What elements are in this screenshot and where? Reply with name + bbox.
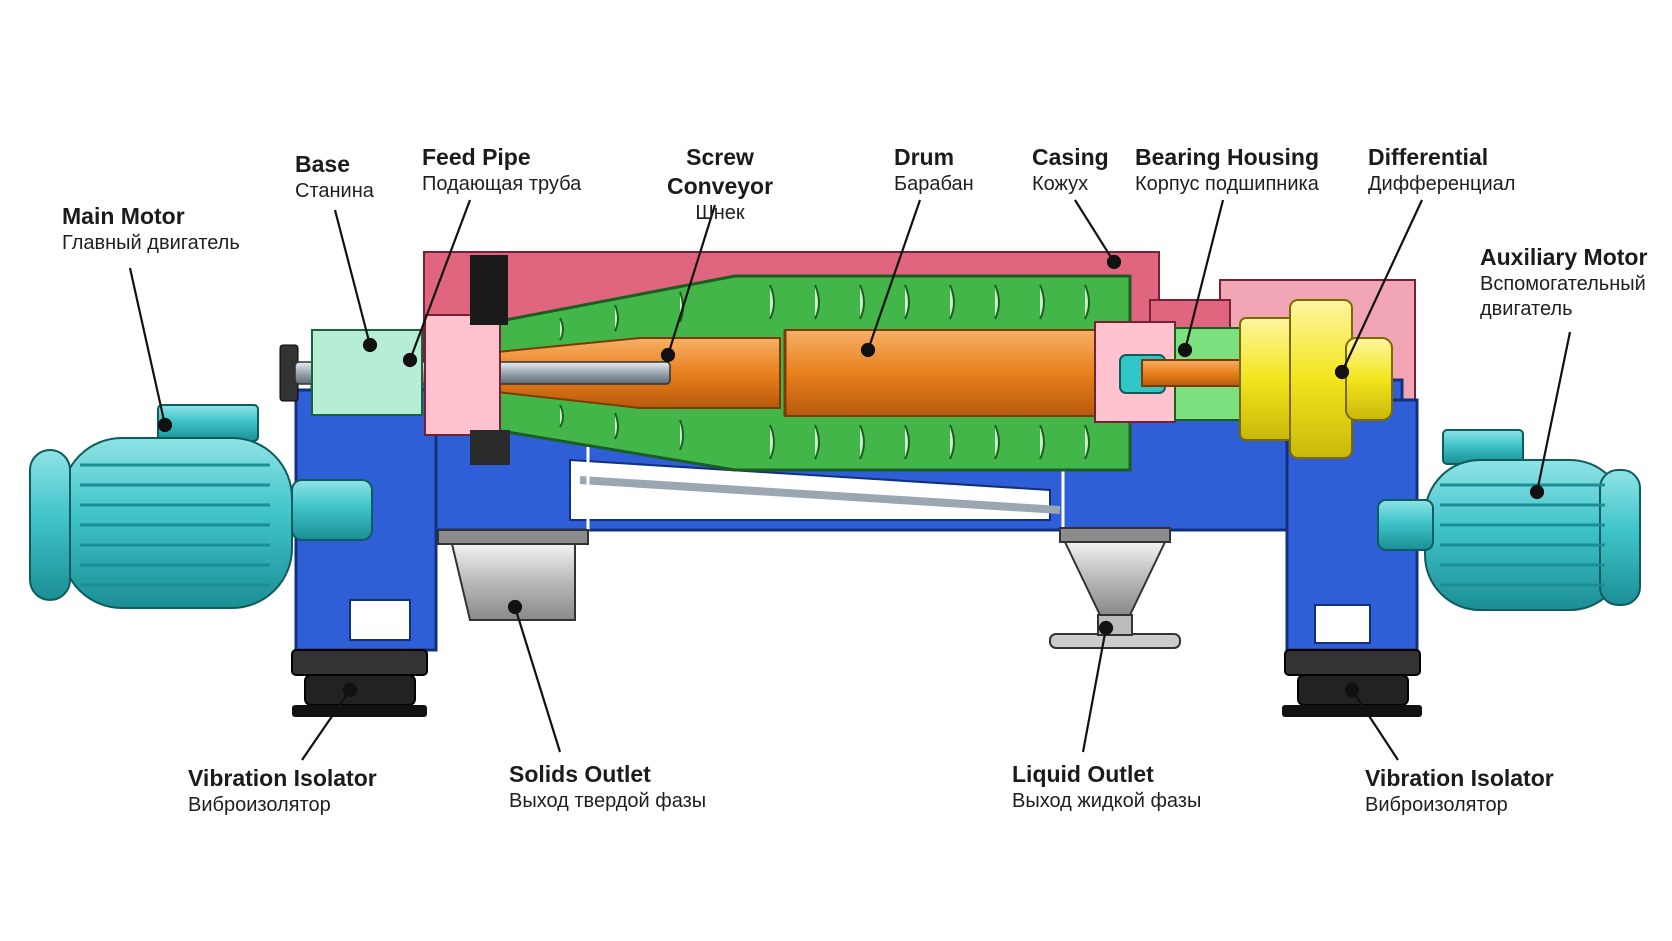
label-drum: Drum Барабан <box>894 143 974 197</box>
label-differential: Differential Дифференциал <box>1368 143 1515 197</box>
liquid-outlet <box>1049 527 1181 649</box>
leader-lines <box>128 199 1572 761</box>
bearing-housing-subtitle: Корпус подшипника <box>1135 172 1319 195</box>
solids-outlet <box>437 529 589 621</box>
label-solids-outlet: Solids Outlet Выход твердой фазы <box>509 760 706 814</box>
label-base: Base Станина <box>295 150 374 204</box>
label-casing: Casing Кожух <box>1032 143 1109 197</box>
auxiliary-motor-subtitle: Вспомогательный двигатель <box>1480 272 1646 320</box>
drum <box>496 329 1096 417</box>
differential-subtitle: Дифференциал <box>1368 172 1516 195</box>
main-motor-title: Main Motor <box>62 203 185 229</box>
drum-title: Drum <box>894 144 955 170</box>
screw-conveyor-subtitle: Шнек <box>695 201 745 224</box>
screw-conveyor-title: Screw Conveyor <box>666 144 774 199</box>
differential <box>1141 299 1393 459</box>
solids-outlet-subtitle: Выход твердой фазы <box>509 789 707 812</box>
differential-title: Differential <box>1368 144 1489 170</box>
drum-subtitle: Барабан <box>894 172 974 195</box>
vibration-isolator-left-subtitle: Виброизолятор <box>188 793 331 816</box>
base-title: Base <box>295 151 350 177</box>
auxiliary-motor-title: Auxiliary Motor <box>1480 244 1648 270</box>
vibration-isolator-left-title: Vibration Isolator <box>188 765 377 791</box>
feed-pipe-subtitle: Подающая труба <box>422 172 582 195</box>
liquid-outlet-subtitle: Выход жидкой фазы <box>1012 789 1202 812</box>
casing-subtitle: Кожух <box>1032 172 1089 195</box>
label-vibration-isolator-left: Vibration Isolator Виброизолятор <box>188 764 377 818</box>
label-auxiliary-motor: Auxiliary Motor Вспомогательный двигател… <box>1480 243 1665 322</box>
vibration-isolator-left <box>291 649 428 717</box>
bearing-housing-title: Bearing Housing <box>1135 144 1320 170</box>
left-bearing-block <box>311 255 510 465</box>
label-liquid-outlet: Liquid Outlet Выход жидкой фазы <box>1012 760 1201 814</box>
main-motor-subtitle: Главный двигатель <box>62 231 240 254</box>
liquid-outlet-title: Liquid Outlet <box>1012 761 1154 787</box>
main-motor <box>29 404 373 609</box>
label-feed-pipe: Feed Pipe Подающая труба <box>422 143 581 197</box>
base-subtitle: Станина <box>295 179 374 202</box>
solids-outlet-title: Solids Outlet <box>509 761 651 787</box>
vibration-isolator-right <box>1282 649 1422 717</box>
label-bearing-housing: Bearing Housing Корпус подшипника <box>1135 143 1319 197</box>
auxiliary-motor <box>1377 429 1641 611</box>
vibration-isolator-right-subtitle: Виброизолятор <box>1365 793 1508 816</box>
label-screw-conveyor: Screw Conveyor Шнек <box>630 143 810 226</box>
label-vibration-isolator-right: Vibration Isolator Виброизолятор <box>1365 764 1554 818</box>
vibration-isolator-right-title: Vibration Isolator <box>1365 765 1554 791</box>
label-main-motor: Main Motor Главный двигатель <box>62 202 240 256</box>
feed-pipe-title: Feed Pipe <box>422 144 531 170</box>
casing-title: Casing <box>1032 144 1109 170</box>
